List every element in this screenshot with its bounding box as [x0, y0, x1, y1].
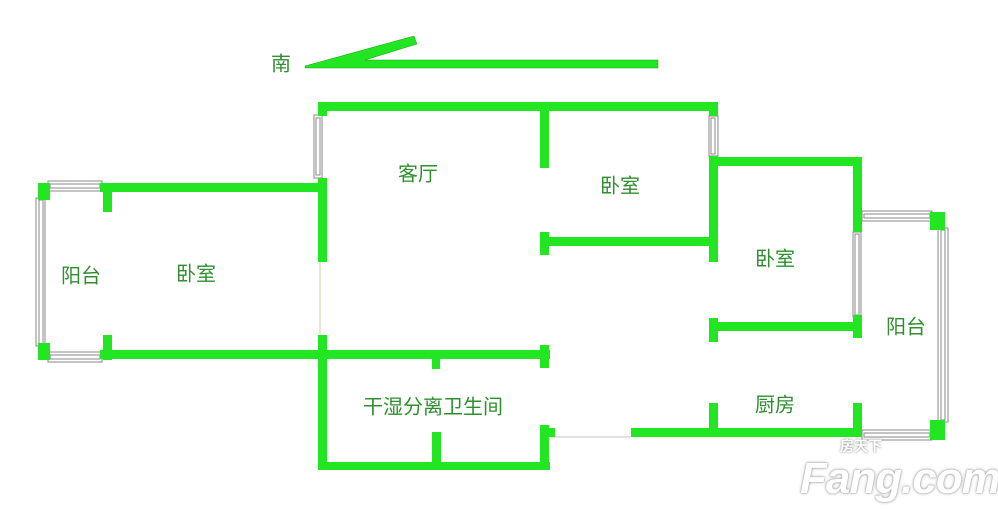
- room-label-balcony-left: 阳台: [61, 263, 101, 288]
- room-label-balcony-right: 阳台: [886, 314, 926, 339]
- south-arrow-icon: [304, 35, 659, 69]
- watermark-logo: Fang.com: [800, 454, 998, 503]
- room-label-bedroom-left: 卧室: [176, 261, 216, 286]
- watermark-cn: 房天下: [840, 439, 882, 455]
- room-label-living-room: 客厅: [398, 161, 438, 186]
- room-label-bedroom-right: 卧室: [755, 246, 795, 271]
- room-label-bedroom-top: 卧室: [600, 173, 640, 198]
- room-label-bathroom: 干湿分离卫生间: [363, 394, 503, 419]
- walls: [38, 102, 945, 470]
- compass-south-label: 南: [271, 51, 291, 76]
- room-label-kitchen: 厨房: [755, 392, 795, 417]
